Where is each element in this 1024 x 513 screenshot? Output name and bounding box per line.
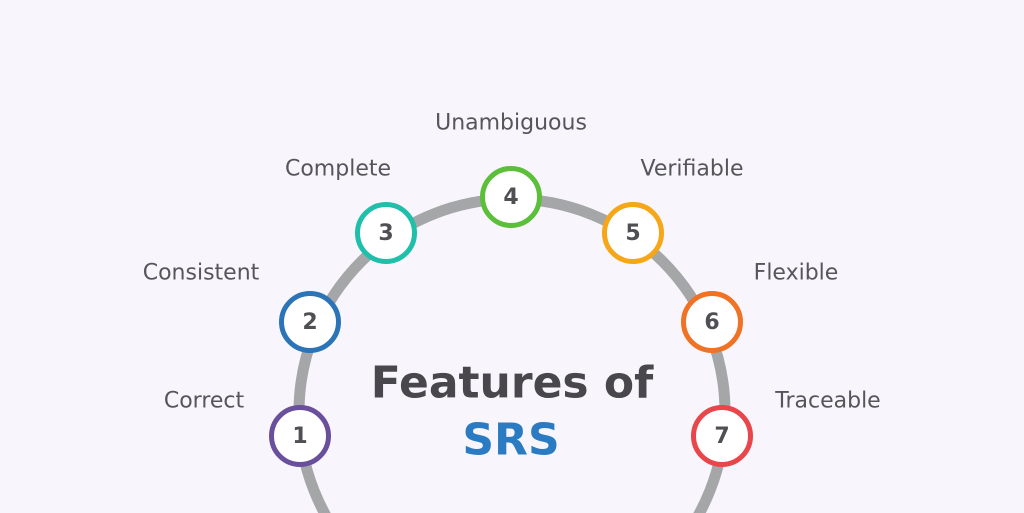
feature-label-flexible: Flexible bbox=[753, 260, 839, 286]
feature-number: 4 bbox=[503, 184, 519, 210]
feature-node-4: 4 bbox=[480, 166, 542, 228]
feature-node-2: 2 bbox=[279, 291, 341, 353]
feature-number: 2 bbox=[302, 309, 318, 335]
diagram-subtitle: SRS bbox=[462, 414, 560, 466]
feature-label-unambiguous: Unambiguous bbox=[435, 110, 587, 136]
feature-label-consistent: Consistent bbox=[142, 260, 260, 286]
feature-node-1: 1 bbox=[269, 405, 331, 467]
diagram-title: Features of bbox=[370, 357, 654, 409]
feature-label-correct: Correct bbox=[163, 388, 245, 414]
feature-label-verifiable: Verifiable bbox=[640, 156, 744, 182]
feature-number: 6 bbox=[704, 309, 720, 335]
feature-node-3: 3 bbox=[355, 202, 417, 264]
feature-number: 7 bbox=[714, 423, 730, 449]
feature-label-complete: Complete bbox=[284, 156, 392, 182]
feature-number: 1 bbox=[292, 423, 308, 449]
feature-node-7: 7 bbox=[691, 405, 753, 467]
feature-number: 5 bbox=[625, 220, 641, 246]
feature-node-5: 5 bbox=[602, 202, 664, 264]
feature-number: 3 bbox=[378, 220, 394, 246]
feature-label-traceable: Traceable bbox=[775, 388, 881, 414]
feature-node-6: 6 bbox=[681, 291, 743, 353]
